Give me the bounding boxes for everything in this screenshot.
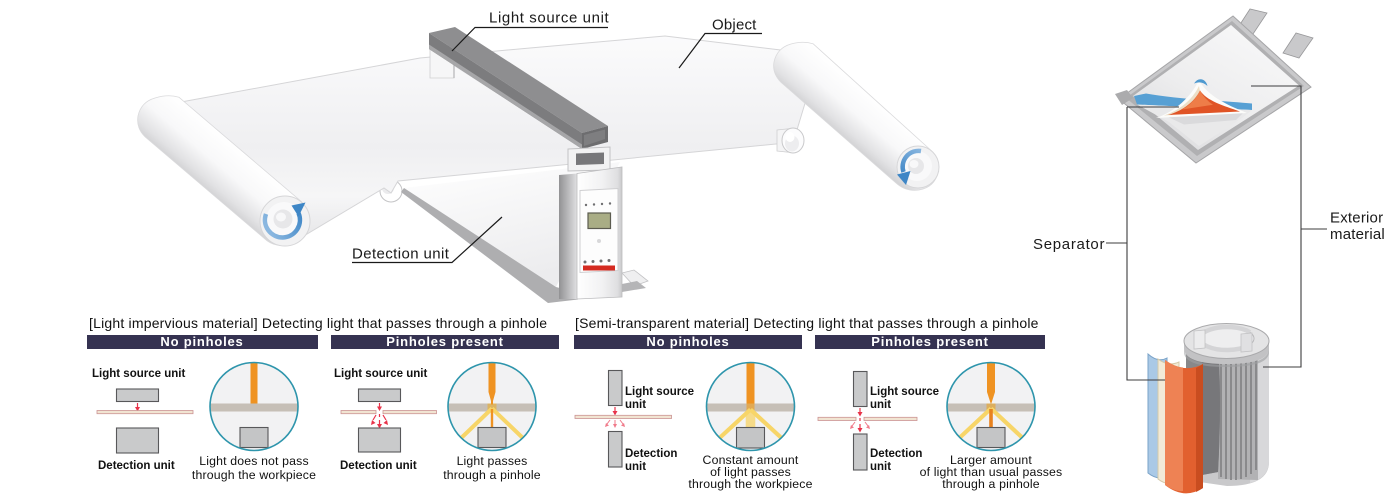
svg-text:of light than usual passes: of light than usual passes: [920, 465, 1063, 479]
svg-text:Light source unit: Light source unit: [334, 368, 427, 380]
svg-text:Larger amount: Larger amount: [950, 453, 1032, 467]
svg-text:No pinholes: No pinholes: [646, 334, 729, 349]
svg-text:through the workpiece: through the workpiece: [688, 477, 812, 491]
svg-text:Pinholes present: Pinholes present: [386, 334, 504, 349]
svg-text:Light source unit: Light source unit: [489, 10, 610, 27]
svg-text:Exterior: Exterior: [1330, 210, 1383, 227]
svg-text:Light passes: Light passes: [457, 454, 528, 468]
svg-text:Light does not pass: Light does not pass: [199, 454, 309, 468]
svg-text:Light source: Light source: [625, 386, 694, 398]
svg-text:unit: unit: [870, 399, 891, 411]
svg-text:Constant amount: Constant amount: [703, 453, 799, 467]
svg-text:Light source: Light source: [870, 386, 939, 398]
svg-text:unit: unit: [625, 461, 646, 473]
svg-text:of light passes: of light passes: [710, 465, 791, 479]
svg-text:[Light impervious material] De: [Light impervious material] Detecting li…: [89, 315, 547, 331]
svg-text:through the workpiece: through the workpiece: [192, 468, 316, 482]
svg-text:unit: unit: [870, 461, 891, 473]
svg-text:No pinholes: No pinholes: [160, 334, 243, 349]
svg-text:Detection unit: Detection unit: [352, 246, 450, 263]
svg-text:Detection: Detection: [870, 448, 922, 460]
svg-text:Object: Object: [712, 17, 757, 34]
svg-text:through a pinhole: through a pinhole: [443, 468, 541, 482]
svg-text:[Semi-transparent material] De: [Semi-transparent material] Detecting li…: [575, 315, 1039, 331]
svg-text:material: material: [1330, 226, 1385, 243]
svg-text:Detection unit: Detection unit: [340, 460, 417, 472]
svg-text:Light source unit: Light source unit: [92, 368, 185, 380]
svg-text:Detection: Detection: [625, 448, 677, 460]
svg-text:through a pinhole: through a pinhole: [942, 477, 1040, 491]
svg-text:Separator: Separator: [1033, 236, 1105, 253]
svg-text:unit: unit: [625, 399, 646, 411]
svg-text:Pinholes present: Pinholes present: [871, 334, 989, 349]
svg-text:Detection unit: Detection unit: [98, 460, 175, 472]
